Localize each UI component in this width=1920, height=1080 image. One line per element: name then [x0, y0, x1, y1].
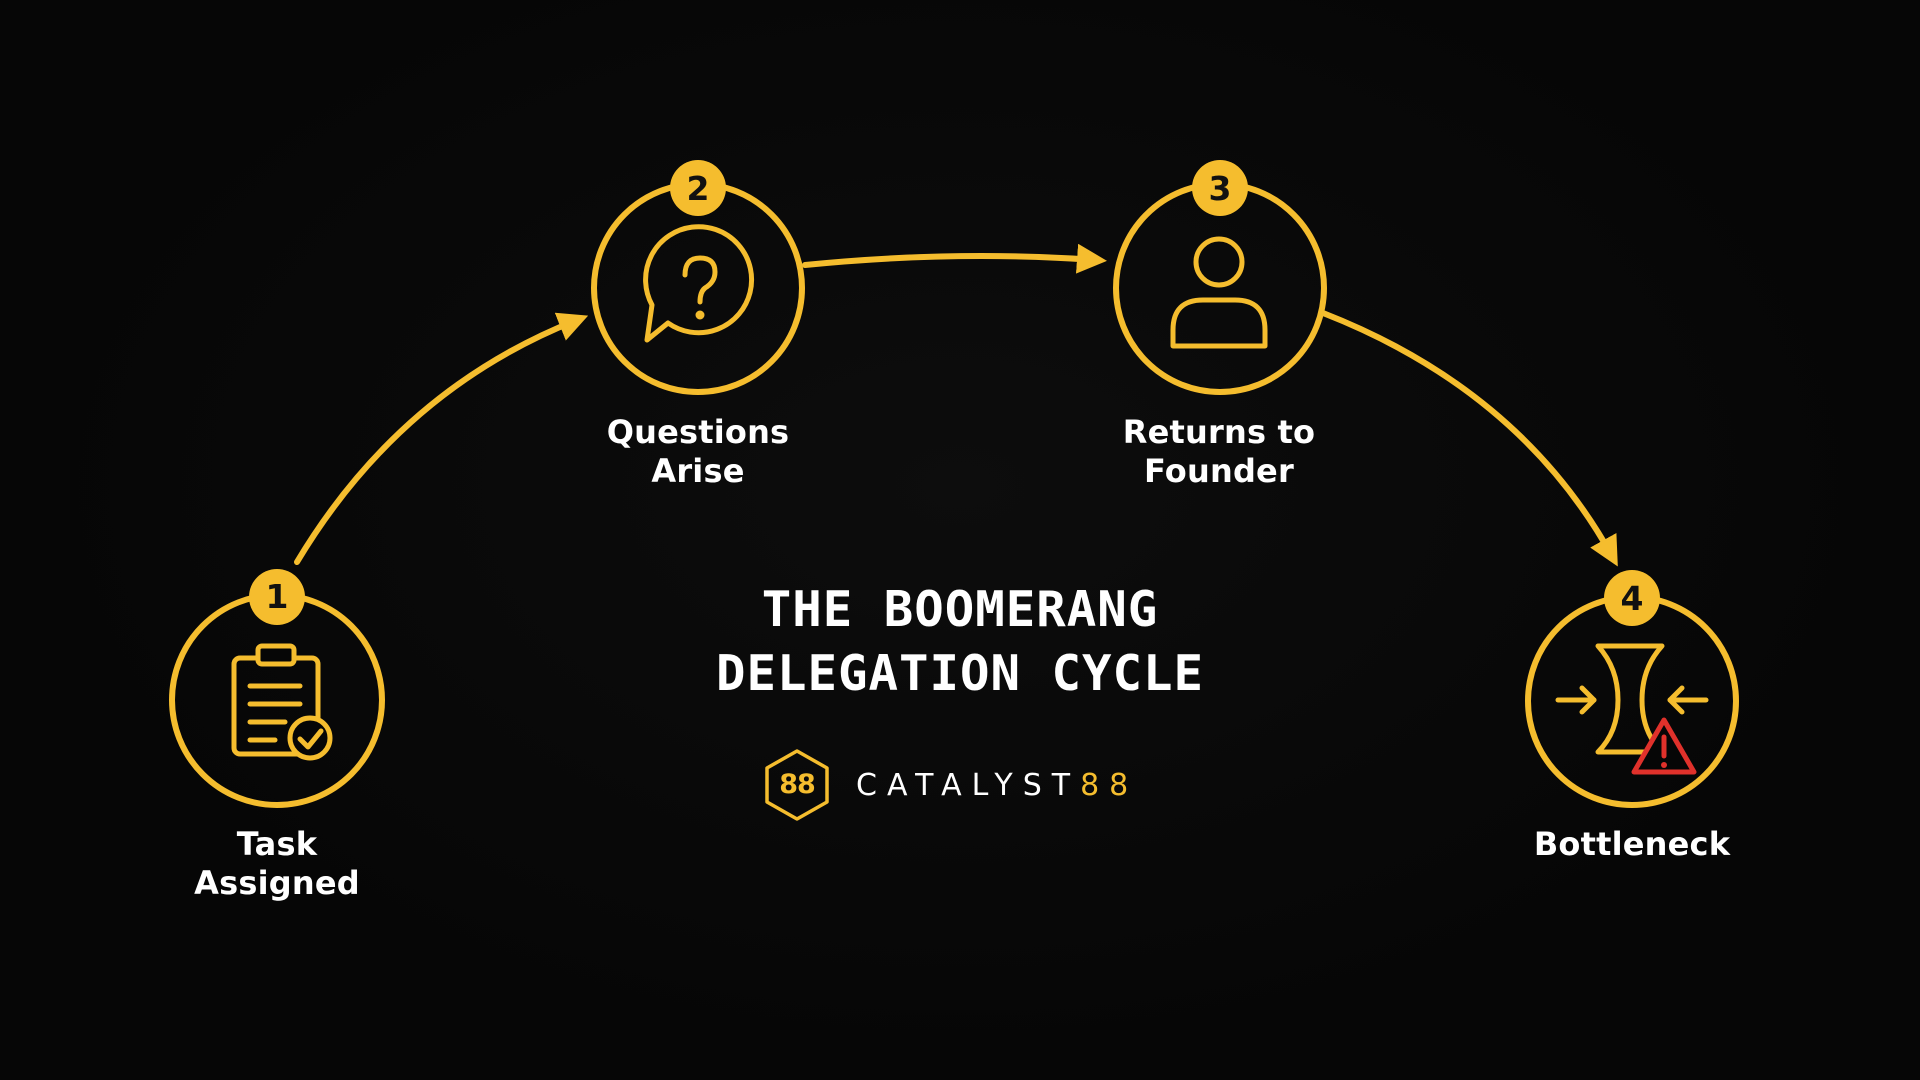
step-4-badge: [1604, 570, 1660, 626]
brand-name-accent: 88: [1080, 767, 1139, 803]
step-4-label: Bottleneck: [1482, 825, 1782, 864]
arrow-3-to-4: [1320, 310, 1618, 567]
step-3-badge: [1192, 160, 1248, 216]
step-2-label-line-2: Arise: [651, 452, 745, 490]
step-1-label: Task Assigned: [127, 825, 427, 903]
step-3-node: 3: [1113, 160, 1327, 395]
step-2-label-line-1: Questions: [606, 413, 790, 451]
person-icon: [1170, 236, 1268, 349]
step-3-label: Returns to Founder: [1069, 413, 1369, 491]
step-2-label: Questions Arise: [548, 413, 848, 491]
diagram-title: THE BOOMERANG DELEGATION CYCLE: [660, 578, 1260, 706]
title-line-2: DELEGATION CYCLE: [715, 645, 1204, 702]
warning-triangle-icon: [1631, 717, 1697, 775]
step-4-label-line-1: Bottleneck: [1533, 825, 1731, 863]
step-4-node: 4: [1525, 570, 1739, 808]
step-1-number: 1: [266, 577, 289, 616]
step-2-node: 2: [591, 160, 805, 395]
step-1-badge: [249, 569, 305, 625]
step-4-number: 4: [1621, 579, 1644, 618]
title-line-1: THE BOOMERANG: [761, 581, 1159, 638]
brand-name-main: CATALYST: [856, 767, 1081, 803]
arrow-2-to-3: [802, 243, 1107, 274]
step-2-number: 2: [687, 169, 710, 208]
step-2-badge: [670, 160, 726, 216]
brand: 88 CATALYST88: [760, 748, 1138, 822]
hexagon-logo-icon: [765, 749, 829, 821]
step-1-label-line-1: Task: [236, 825, 318, 863]
question-bubble-icon: [643, 224, 755, 343]
brand-name: CATALYST88: [856, 768, 1138, 803]
brand-logo-text: 88: [779, 769, 816, 800]
step-1-label-line-2: Assigned: [194, 864, 360, 902]
step-1-node: 1: [169, 569, 385, 808]
arrow-1-to-2: [294, 312, 589, 565]
brand-logo: 88: [760, 748, 834, 822]
step-3-label-line-2: Founder: [1144, 452, 1294, 490]
clipboard-check-icon: [231, 643, 333, 761]
step-3-number: 3: [1209, 169, 1232, 208]
step-3-label-line-1: Returns to: [1122, 413, 1316, 451]
bottleneck-warning-icon: [1555, 643, 1709, 755]
